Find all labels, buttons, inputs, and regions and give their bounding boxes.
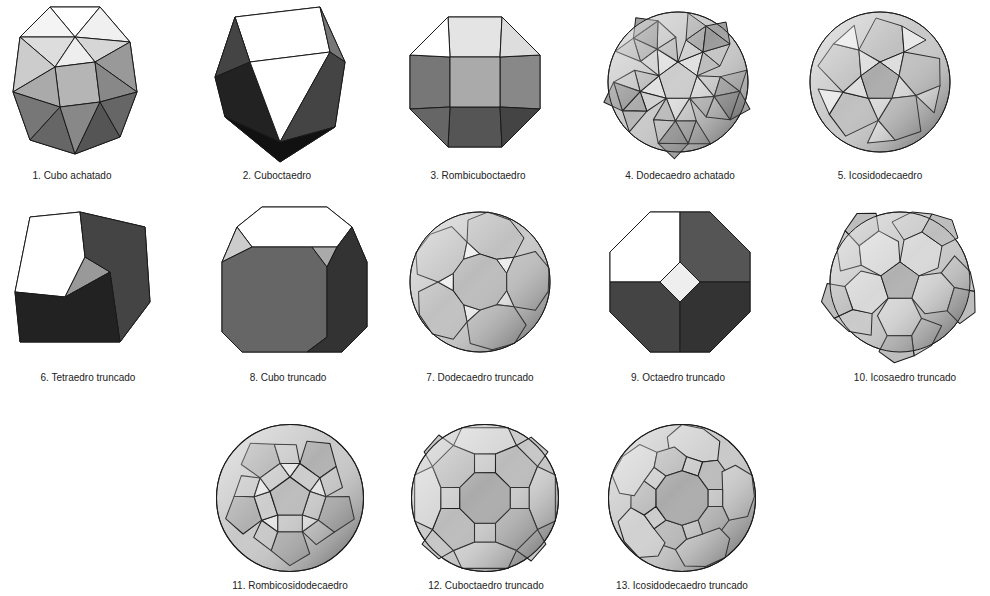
polyhedron-face xyxy=(610,212,680,282)
polyhedron-face xyxy=(217,425,364,572)
solid-caption: 4. Dodecaedro achatado xyxy=(624,170,736,182)
solid-caption: 9. Octaedro truncado xyxy=(630,372,726,384)
polyhedron-face xyxy=(55,62,100,107)
polyhedron-face xyxy=(75,7,130,42)
polyhedron-face xyxy=(500,17,540,57)
solid-caption: 8. Cubo truncado xyxy=(249,372,328,384)
solid-caption: 3. Rombicuboctaedro xyxy=(429,170,526,182)
solid-caption: 13. Icosidodecaedro truncado xyxy=(615,580,749,592)
icosidodecahedron xyxy=(805,12,955,161)
polyhedron-face xyxy=(610,212,750,352)
polyhedron-face xyxy=(412,425,559,572)
polyhedron-face xyxy=(450,57,500,107)
polyhedron-face xyxy=(13,7,137,154)
polyhedron-face xyxy=(608,12,748,152)
polyhedron-face xyxy=(410,55,450,109)
polyhedron-face xyxy=(608,12,748,152)
polyhedron-face xyxy=(15,272,120,342)
rhombicuboctahedron xyxy=(410,17,540,147)
polyhedron-face xyxy=(500,55,540,109)
polyhedron-face xyxy=(15,212,150,342)
polyhedron-face xyxy=(225,117,335,162)
truncated-dodecahedron xyxy=(403,212,560,364)
solid-caption: 6. Tetraedro truncado xyxy=(40,372,137,384)
polyhedron-face xyxy=(410,212,550,352)
polyhedron-face xyxy=(680,282,750,352)
polyhedron-face xyxy=(13,7,984,585)
truncated-icosahedron xyxy=(812,205,985,373)
solid-caption: 10. Icosaedro truncado xyxy=(853,372,957,384)
polyhedron-face xyxy=(20,7,75,37)
solid-caption: 1. Cubo achatado xyxy=(32,170,113,182)
truncated-cuboctahedron xyxy=(412,425,559,572)
polyhedron-face xyxy=(500,107,540,147)
polyhedron-face xyxy=(810,12,950,152)
polyhedron-face xyxy=(410,212,550,352)
polyhedron-face xyxy=(830,212,970,352)
solid-caption: 12. Cuboctaedro truncado xyxy=(427,580,545,592)
polyhedron-face xyxy=(412,425,559,572)
solid-caption: 7. Dodecaedro truncado xyxy=(425,372,534,384)
truncated-tetrahedron xyxy=(15,212,150,342)
polyhedron-face xyxy=(610,282,680,352)
solid-caption: 2. Cuboctaedro xyxy=(242,170,312,182)
snub-cube xyxy=(13,7,137,154)
polyhedron-face xyxy=(830,212,970,352)
truncated-cube xyxy=(222,207,367,352)
truncated-octahedron xyxy=(610,212,750,352)
polyhedron-face xyxy=(215,7,345,162)
cuboctahedron xyxy=(215,7,345,162)
polyhedron-face xyxy=(410,107,450,147)
polyhedron-face xyxy=(810,12,950,152)
snub-dodecahedron xyxy=(595,11,759,168)
solid-caption: 5. Icosidodecaedro xyxy=(837,170,924,182)
truncated-icosidodecahedron xyxy=(601,425,766,585)
polyhedron-face xyxy=(222,207,367,352)
polyhedron-face xyxy=(680,212,750,282)
polyhedron-face xyxy=(237,207,352,247)
rhombicosidodecahedron xyxy=(214,425,363,575)
polyhedron-face xyxy=(609,425,756,572)
polyhedron-face xyxy=(448,17,502,57)
polyhedron-face xyxy=(609,425,756,572)
polyhedron-face xyxy=(217,425,364,572)
solid-caption: 11. Rombicosidodecaedro xyxy=(231,580,348,592)
polyhedron-face xyxy=(660,262,700,302)
polyhedron-face xyxy=(410,17,450,57)
polyhedron-face xyxy=(280,52,345,142)
polyhedron-face xyxy=(222,247,327,352)
polyhedron-face xyxy=(307,227,367,352)
polyhedron-face xyxy=(448,107,502,147)
polyhedron-face xyxy=(410,17,540,147)
polyhedron-face xyxy=(100,92,137,137)
